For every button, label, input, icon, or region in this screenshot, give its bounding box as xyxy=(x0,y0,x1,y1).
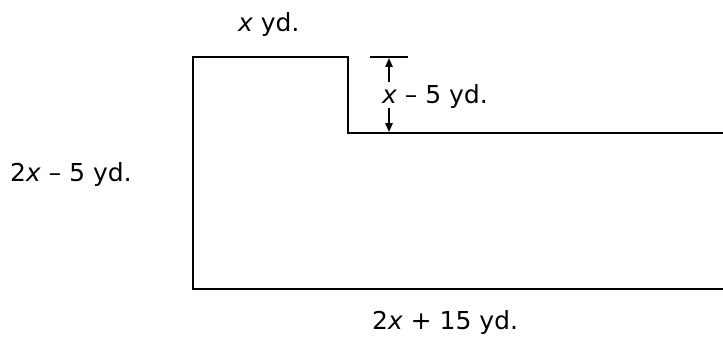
top-width-variable: x xyxy=(238,8,253,37)
notch-height-rest-text: – 5 yd. xyxy=(396,80,488,109)
figure-outline xyxy=(192,56,723,290)
bottom-width-prefix: 2 xyxy=(372,306,388,335)
left-height-rest-text: – 5 yd. xyxy=(40,158,132,187)
bottom-width-variable: x xyxy=(387,306,403,335)
left-height-prefix: 2 xyxy=(10,158,26,187)
notch-dimension-arrow-down xyxy=(385,123,393,132)
bottom-width-label: 2x + 15 yd. xyxy=(372,306,518,336)
left-height-label: 2x – 5 yd. xyxy=(10,158,132,188)
top-width-unit-text: yd. xyxy=(252,8,300,37)
notch-height-label: x – 5 yd. xyxy=(382,80,488,110)
top-width-label: x yd. xyxy=(238,8,299,38)
left-height-variable: x xyxy=(25,158,41,187)
bottom-width-rest-text: + 15 yd. xyxy=(402,306,518,335)
notch-height-variable: x xyxy=(382,80,397,109)
notch-dimension-arrow-up xyxy=(385,58,393,67)
